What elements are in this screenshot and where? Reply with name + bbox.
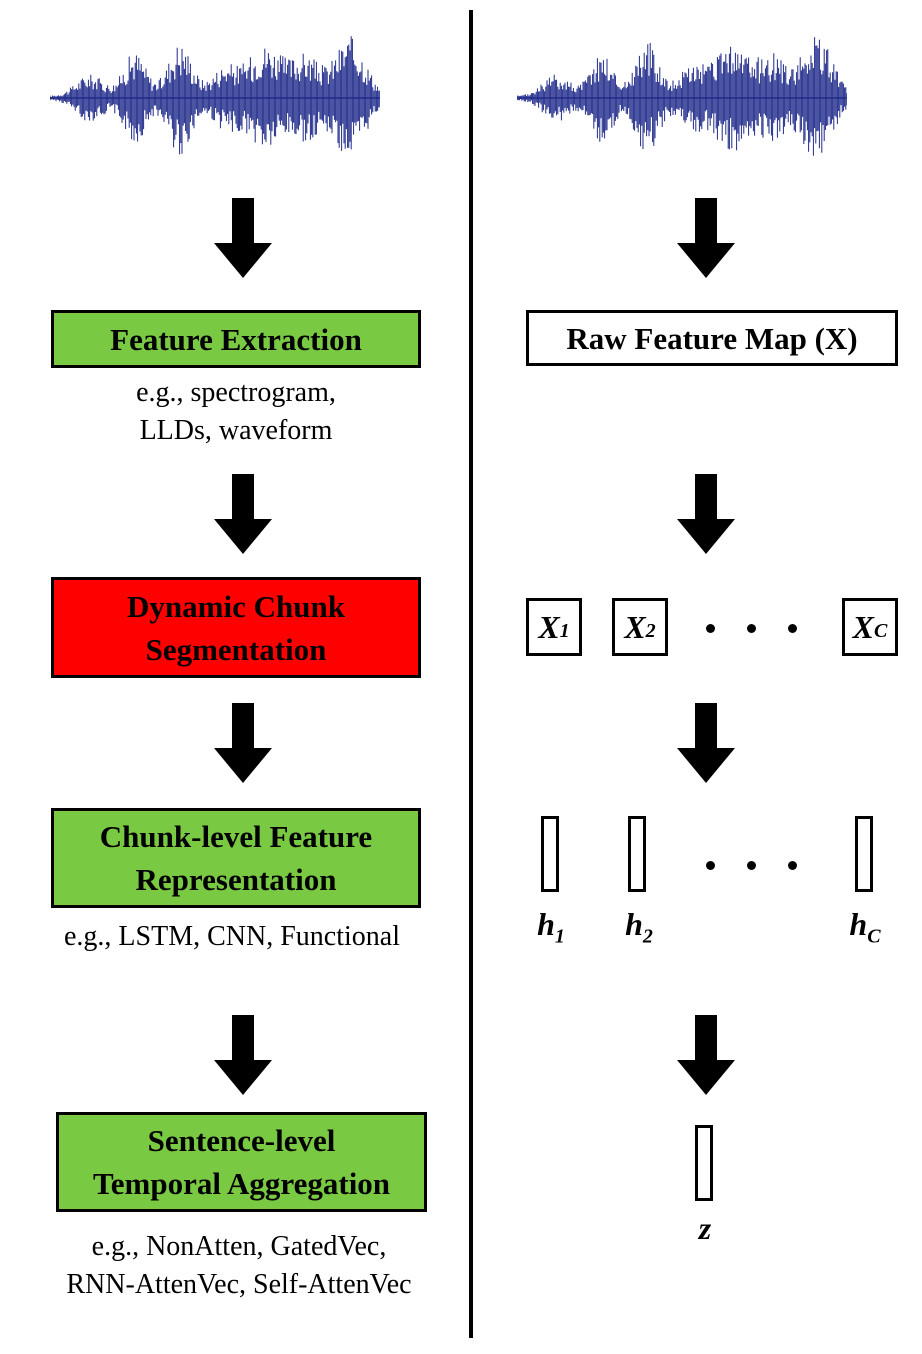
label-h1-base: h (537, 906, 555, 942)
waveform-icon-left (50, 36, 380, 155)
note-line: e.g., NonAtten, GatedVec, (91, 1231, 387, 1262)
dot (788, 624, 797, 633)
box-line: Sentence-level (147, 1123, 336, 1158)
waveform-icon-right (517, 37, 847, 156)
label-hc-base: h (849, 906, 868, 942)
label-h1: h1 (526, 906, 576, 948)
down-arrow-icon (214, 1015, 272, 1095)
box-line: Temporal Aggregation (92, 1166, 391, 1201)
dot (706, 861, 715, 870)
down-arrow-icon (677, 1015, 735, 1095)
chunk-xc-sub: C (874, 619, 888, 642)
dot (788, 861, 797, 870)
box-line: Representation (135, 862, 337, 897)
feature-extraction-examples: e.g., spectrogram, LLDs, waveform (51, 374, 421, 450)
box-line: Dynamic Chunk (127, 588, 345, 624)
sentence-level-aggregation-box: Sentence-level Temporal Aggregation (56, 1112, 427, 1212)
chunk-level-feature-box: Chunk-level Feature Representation (51, 808, 421, 908)
box-line: Chunk-level Feature (99, 819, 373, 854)
label-z-text: z (698, 1210, 712, 1246)
sentence-level-examples: e.g., NonAtten, GatedVec, RNN-AttenVec, … (26, 1228, 452, 1304)
raw-feature-map-box: Raw Feature Map (X) (526, 310, 898, 366)
column-divider (469, 10, 473, 1338)
waveform-trace (517, 37, 847, 156)
dynamic-chunk-segmentation-box: Dynamic Chunk Segmentation (51, 577, 421, 678)
raw-feature-map-label: Raw Feature Map (X) (566, 320, 858, 356)
label-h2-base: h (625, 906, 643, 942)
note-line: RNN-AttenVec, Self-AttenVec (66, 1269, 412, 1300)
dot (747, 624, 756, 633)
down-arrow-icon (214, 474, 272, 554)
down-arrow-icon (214, 703, 272, 783)
chunk-x1-sub: 1 (559, 619, 570, 642)
down-arrow-icon (677, 703, 735, 783)
note-line: LLDs, waveform (139, 415, 333, 446)
hidden-vector-h1 (541, 816, 559, 892)
label-h2-sub: 2 (642, 925, 653, 948)
ellipsis-dots (706, 624, 797, 633)
hidden-vector-hc (855, 816, 873, 892)
note-line: e.g., LSTM, CNN, Functional (64, 921, 400, 952)
hidden-vector-h2 (628, 816, 646, 892)
chunk-x2-base: X (624, 608, 646, 645)
down-arrow-icon (214, 198, 272, 278)
chunk-x1-base: X (538, 608, 560, 645)
ellipsis-dots (706, 861, 797, 870)
label-hc: hC (840, 906, 890, 948)
feature-extraction-box: Feature Extraction (51, 310, 421, 368)
box-line: Segmentation (145, 631, 327, 667)
down-arrow-icon (677, 198, 735, 278)
down-arrow-icon (677, 474, 735, 554)
label-h1-sub: 1 (554, 925, 565, 948)
note-line: e.g., spectrogram, (136, 377, 336, 408)
chunk-x2-sub: 2 (645, 619, 656, 642)
waveform-trace (50, 36, 380, 155)
chunk-xc-base: X (852, 608, 874, 645)
chunk-level-feature-examples: e.g., LSTM, CNN, Functional (30, 918, 434, 956)
dot (706, 624, 715, 633)
feature-extraction-label: Feature Extraction (110, 321, 362, 357)
label-hc-sub: C (867, 925, 881, 948)
label-z: z (680, 1210, 730, 1247)
label-h2: h2 (614, 906, 664, 948)
sentence-vector-z (695, 1125, 713, 1201)
dot (747, 861, 756, 870)
